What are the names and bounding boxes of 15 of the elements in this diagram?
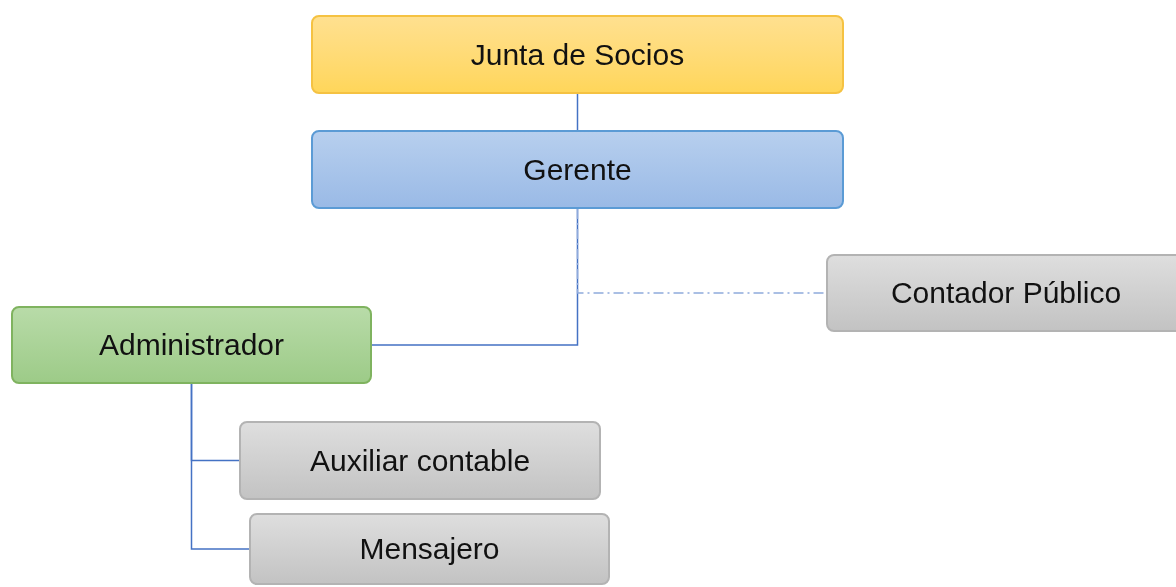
- role-box: [311, 130, 844, 209]
- role-box: [311, 15, 844, 94]
- role-label: Junta de Socios: [470, 36, 685, 73]
- role-label: Administrador: [98, 327, 285, 364]
- connector-line: [576, 93, 579, 131]
- role-box: [239, 421, 601, 500]
- role-label: Mensajero: [359, 531, 500, 568]
- role-box: [826, 254, 1176, 332]
- role-label: Contador Público: [890, 275, 1122, 312]
- role-label: Auxiliar contable: [309, 442, 531, 479]
- role-box: [249, 513, 610, 585]
- role-label: Gerente: [523, 151, 632, 188]
- role-box: [11, 306, 372, 384]
- dashed-connector: [576, 208, 827, 294]
- connector-line: [190, 383, 250, 550]
